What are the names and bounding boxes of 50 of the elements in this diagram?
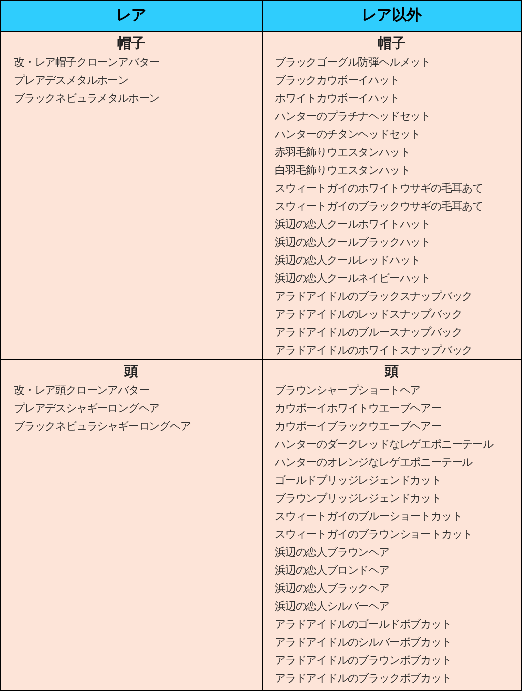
item-name: カウボーイブラックウエーブヘアー xyxy=(275,419,442,435)
table-cell xyxy=(262,31,522,360)
item-name: プレアデスメタルホーン xyxy=(14,73,128,89)
item-name: プレアデスシャギーロングヘア xyxy=(14,401,160,417)
category-heading: 帽子 xyxy=(377,35,407,54)
column-header: レア以外 xyxy=(262,0,522,32)
category-heading: 頭 xyxy=(384,363,400,382)
item-name: スウィートガイのホワイトウサギの毛耳あて xyxy=(275,181,484,197)
item-name: 浜辺の恋人クールブラックハット xyxy=(275,235,432,251)
item-name: 浜辺の恋人クールレッドハット xyxy=(275,253,421,269)
item-name: アラドアイドルのホワイトスナップバック xyxy=(275,343,473,359)
item-name: ブラックネビュラメタルホーン xyxy=(14,91,160,107)
item-name: カウボーイホワイトウエーブヘアー xyxy=(275,401,442,417)
item-name: ハンターのチタンヘッドセット xyxy=(275,127,421,143)
table-cell xyxy=(0,31,263,360)
item-name: ホワイトカウボーイハット xyxy=(275,91,400,107)
item-name: アラドアイドルのブラウンボブカット xyxy=(275,653,452,669)
item-name: 浜辺の恋人シルバーヘア xyxy=(275,599,390,615)
item-name: ブラックゴーグル防弾ヘルメット xyxy=(275,55,432,71)
item-name: アラドアイドルのシルバーボブカット xyxy=(275,635,452,651)
category-heading: 頭 xyxy=(123,363,140,382)
item-name: 改・レア頭クローンアバター xyxy=(14,383,150,399)
item-name: 浜辺の恋人ブラウンヘア xyxy=(275,545,390,561)
item-name: ゴールドブリッジレジェンドカット xyxy=(275,473,442,489)
item-name: ハンターのダークレッドなレゲエポニーテール xyxy=(275,437,494,453)
item-name: ハンターのオレンジなレゲエポニーテール xyxy=(275,455,473,471)
item-name: 赤羽毛飾りウエスタンハット xyxy=(275,145,410,161)
item-name: アラドアイドルのレッドスナップバック xyxy=(275,307,462,323)
item-name: ブラックカウボーイハット xyxy=(275,73,400,89)
item-name: アラドアイドルのブラックボブカット xyxy=(275,671,452,687)
item-name: アラドアイドルのブラックスナップバック xyxy=(275,289,473,305)
item-name: 浜辺の恋人ブロンドヘア xyxy=(275,563,390,579)
item-name: スウィートガイのブルーショートカット xyxy=(275,509,462,525)
table-cell xyxy=(0,359,263,691)
item-name: スウィートガイのブラウンショートカット xyxy=(275,527,473,543)
item-name: アラドアイドルのブルースナップバック xyxy=(275,325,462,341)
item-name: 改・レア帽子クローンアバター xyxy=(14,55,160,71)
item-name: スウィートガイのブラックウサギの毛耳あて xyxy=(275,199,484,215)
table-cell xyxy=(262,359,522,691)
item-name: 白羽毛飾りウエスタンハット xyxy=(275,163,410,179)
item-name: 浜辺の恋人ブラックヘア xyxy=(275,581,390,597)
item-name: ブラウンブリッジレジェンドカット xyxy=(275,491,442,507)
item-name: ブラックネビュラシャギーロングヘア xyxy=(14,419,191,435)
item-name: 浜辺の恋人クールホワイトハット xyxy=(275,217,432,233)
category-heading: 帽子 xyxy=(116,35,146,54)
item-name: ブラウンシャープショートヘア xyxy=(275,383,421,399)
item-name: 浜辺の恋人クールネイビーハット xyxy=(275,271,432,287)
item-name: アラドアイドルのゴールドボブカット xyxy=(275,617,452,633)
column-header: レア xyxy=(0,0,263,32)
item-name: ハンターのプラチナヘッドセット xyxy=(275,109,432,125)
